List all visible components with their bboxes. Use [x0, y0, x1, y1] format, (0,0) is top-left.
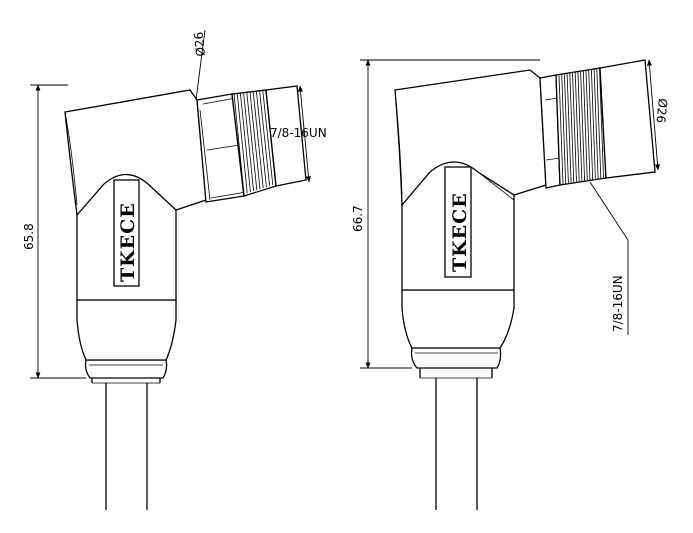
- connector-right: TKECE 66.7 Ø26 7/8-16UN: [351, 59, 670, 510]
- thread-left: [233, 89, 277, 195]
- knurl-line: [593, 69, 599, 179]
- knurl-line: [572, 72, 577, 183]
- thread-ridge: [256, 91, 267, 188]
- diameter-dim-right: Ø26: [653, 98, 670, 124]
- dimension-thread-left: 7/8-16UN: [270, 85, 327, 183]
- dimension-diameter-right: Ø26: [646, 59, 670, 171]
- brand-label-left: TKECE: [117, 202, 139, 282]
- thread-ridge: [233, 93, 245, 195]
- knurl-line: [566, 73, 572, 183]
- body-lower-left: [76, 299, 177, 361]
- knurl-line: [596, 68, 602, 179]
- thread-ridge: [246, 92, 258, 191]
- cable-flange-right: [410, 347, 502, 379]
- thread-ridge: [252, 91, 264, 189]
- cable-right: [435, 378, 478, 510]
- height-dim-left: 65.8: [22, 223, 36, 250]
- body-lower-right: [401, 289, 515, 349]
- cable-left: [105, 383, 148, 510]
- knurl-line: [580, 71, 585, 181]
- head-left: [64, 89, 207, 217]
- knurl-line: [588, 70, 594, 180]
- knurl-line: [577, 71, 583, 182]
- diameter-dim-left: Ø26: [191, 31, 208, 57]
- connector-left: TKECE 65.8 Ø26 7/8-16UN: [22, 29, 327, 510]
- brand-plate-right: TKECE: [444, 166, 472, 278]
- knurl-line: [591, 69, 596, 180]
- knurl-line: [585, 70, 591, 181]
- front-cap-right: [599, 59, 656, 179]
- knurl-line: [599, 68, 604, 179]
- coupling-nut-left: [196, 93, 247, 203]
- dimension-height-right: 66.7: [351, 59, 540, 369]
- knurl-line: [564, 74, 569, 184]
- dimension-thread-right: 7/8-16UN: [589, 181, 629, 335]
- thread-ridge: [265, 89, 277, 185]
- brand-plate-left: TKECE: [113, 179, 140, 287]
- thread-ridge: [259, 90, 270, 187]
- thread-ridge: [243, 92, 254, 192]
- brand-label-right: TKECE: [449, 192, 471, 272]
- knurl-line: [561, 74, 567, 184]
- knurl-line: [582, 70, 588, 181]
- height-dim-right: 66.7: [351, 205, 365, 232]
- knurl-line: [569, 73, 575, 183]
- knurl-right: [558, 68, 604, 185]
- head-right: [394, 69, 547, 207]
- thread-ridge: [262, 90, 274, 186]
- cable-flange-left: [84, 359, 168, 384]
- thread-ridge: [240, 93, 251, 193]
- thread-dim-right: 7/8-16UN: [611, 275, 625, 332]
- dimension-diameter-left: Ø26: [191, 29, 208, 101]
- thread-ridge: [236, 93, 248, 194]
- thread-ridge: [249, 91, 261, 190]
- dimension-height-left: 65.8: [22, 84, 86, 379]
- adapter-ring-right: [539, 74, 561, 189]
- thread-dim-left: 7/8-16UN: [270, 126, 327, 140]
- knurl-line: [574, 72, 580, 182]
- knurl-line: [558, 74, 564, 185]
